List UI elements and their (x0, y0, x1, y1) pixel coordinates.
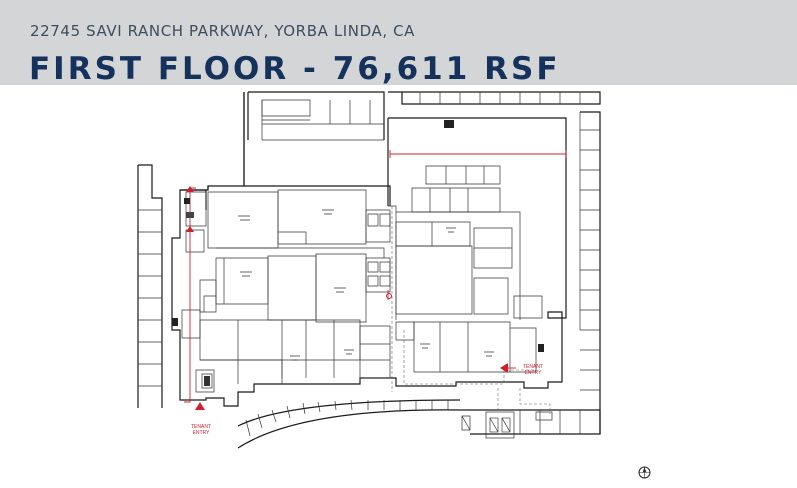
tenant-entry-arrows (195, 363, 516, 410)
tenant-entry-label-right: TENANT ENTRY (523, 364, 543, 376)
corridor (388, 205, 397, 392)
lower-left-rooms (181, 191, 391, 393)
parking-left (137, 164, 163, 408)
parking-top-left (247, 91, 385, 141)
fixtures (172, 120, 553, 439)
room-details (238, 209, 494, 361)
floor-title: FIRST FLOOR - 76,611 RSF (29, 51, 561, 87)
header-band: 22745 SAVI RANCH PARKWAY, YORBA LINDA, C… (0, 0, 797, 87)
tenant-entry-arrow-right (500, 363, 508, 373)
parking-bottom (237, 399, 601, 449)
tenant-entry-arrow-left (195, 402, 205, 410)
building-outline (171, 92, 567, 407)
central-rooms (207, 189, 391, 323)
tenant-entry-label-left: TENANT ENTRY (191, 424, 211, 436)
right-wing-rooms (395, 165, 543, 320)
parking-right (579, 111, 601, 434)
dimension-line (389, 150, 567, 158)
lower-right-rooms (395, 321, 537, 385)
north-arrow-icon (638, 466, 651, 479)
egress-path (184, 186, 392, 403)
property-address: 22745 SAVI RANCH PARKWAY, YORBA LINDA, C… (30, 22, 416, 40)
parking-top-right (388, 91, 601, 105)
